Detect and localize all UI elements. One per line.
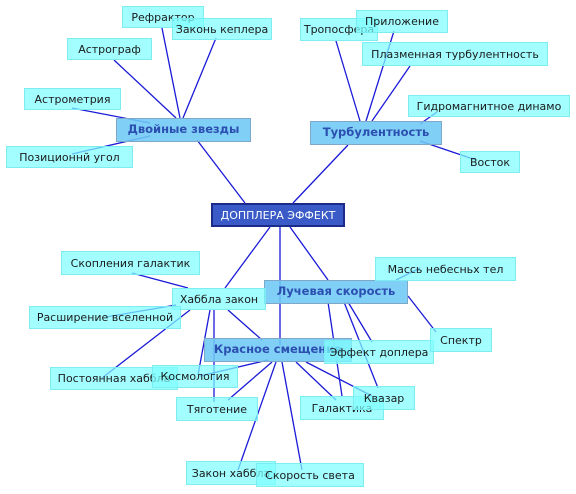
connector: [131, 272, 189, 289]
connector: [196, 139, 246, 204]
connector: [224, 226, 271, 289]
leaf-doppler-effect[interactable]: Эффект доплера: [324, 340, 434, 364]
leaf-label: Космология: [160, 370, 230, 383]
leaf-label: Астрограф: [78, 42, 141, 56]
leaf-kepler-laws[interactable]: Законь кеплера: [172, 18, 272, 40]
leaf-cosmology[interactable]: Космология: [152, 365, 238, 388]
leaf-quasar[interactable]: Квазар: [353, 386, 415, 410]
root-node-label: ДОППЛЕРА ЭФФЕКТ: [220, 208, 336, 222]
leaf-label: Плазменная турбулентность: [371, 47, 539, 61]
leaf-label: Закон хаббла: [191, 466, 271, 480]
leaf-label: Галактика: [311, 401, 373, 415]
connector: [113, 59, 177, 119]
leaf-universe-expansion[interactable]: Расширение вселенной: [29, 306, 181, 329]
leaf-position-angle[interactable]: Позиционнй угол: [6, 146, 133, 168]
leaf-astrometry[interactable]: Астрометрия: [24, 88, 121, 110]
branch-label: Турбулентность: [322, 125, 430, 140]
connector: [161, 27, 181, 119]
connector: [335, 40, 361, 122]
branch-hubble-law[interactable]: Хаббла закон: [172, 288, 266, 310]
leaf-east[interactable]: Восток: [460, 151, 520, 173]
leaf-label: Тяготение: [186, 402, 248, 416]
connector: [292, 144, 349, 204]
leaf-mhd[interactable]: Гидромагнитное динамо: [408, 95, 570, 117]
branch-label: Красное смещение: [213, 342, 343, 357]
leaf-label: Массь небесньх тел: [387, 262, 504, 276]
leaf-label: Постоянная хаббла: [57, 372, 171, 385]
leaf-label: Позиционнй угол: [19, 150, 120, 164]
connector: [295, 361, 337, 401]
connector: [227, 309, 263, 341]
leaf-label: Рефрактор: [131, 10, 195, 24]
leaf-celestial-masses[interactable]: Массь небесньх тел: [375, 257, 516, 281]
leaf-galaxy-clusters[interactable]: Скопления галактик: [61, 251, 200, 275]
leaf-label: Приложение: [365, 15, 439, 28]
connector: [289, 226, 329, 281]
leaf-label: Эффект доплера: [329, 345, 429, 359]
leaf-light-speed[interactable]: Скорость света: [256, 463, 364, 487]
leaf-astrograph[interactable]: Астрограф: [67, 38, 152, 60]
leaf-label: Скорость света: [265, 468, 355, 482]
leaf-label: Скопления галактик: [70, 256, 191, 270]
leaf-gravity[interactable]: Тяготение: [176, 397, 258, 421]
connector: [347, 301, 373, 343]
branch-double-stars[interactable]: Двойные звезды: [116, 118, 251, 142]
leaf-label: Тропосфера: [303, 23, 375, 36]
leaf-label: Гидромагнитное динамо: [416, 99, 562, 113]
branch-radial-velocity[interactable]: Лучевая скорость: [264, 280, 408, 304]
connector: [281, 361, 303, 471]
branch-label: Хаббла закон: [179, 292, 259, 306]
leaf-spectrum[interactable]: Спектр: [430, 328, 492, 352]
connector: [227, 361, 273, 401]
leaf-label: Квазар: [363, 391, 405, 405]
leaf-label: Астрометрия: [34, 92, 111, 106]
connector: [182, 37, 217, 119]
leaf-label: Законь кеплера: [175, 22, 269, 36]
connector: [371, 65, 411, 122]
branch-label: Лучевая скорость: [276, 284, 396, 299]
leaf-label: Спектр: [440, 333, 482, 347]
root-node[interactable]: ДОППЛЕРА ЭФФЕКТ: [211, 203, 345, 227]
branch-turbulence[interactable]: Турбулентность: [310, 121, 442, 145]
leaf-label: Восток: [469, 155, 511, 169]
leaf-plasma-turbulence[interactable]: Плазменная турбулентность: [362, 42, 548, 66]
leaf-label: Расширение вселенной: [36, 311, 174, 324]
branch-label: Двойные звезды: [127, 122, 240, 137]
leaf-application[interactable]: Приложение: [356, 10, 448, 33]
connector: [407, 295, 437, 333]
